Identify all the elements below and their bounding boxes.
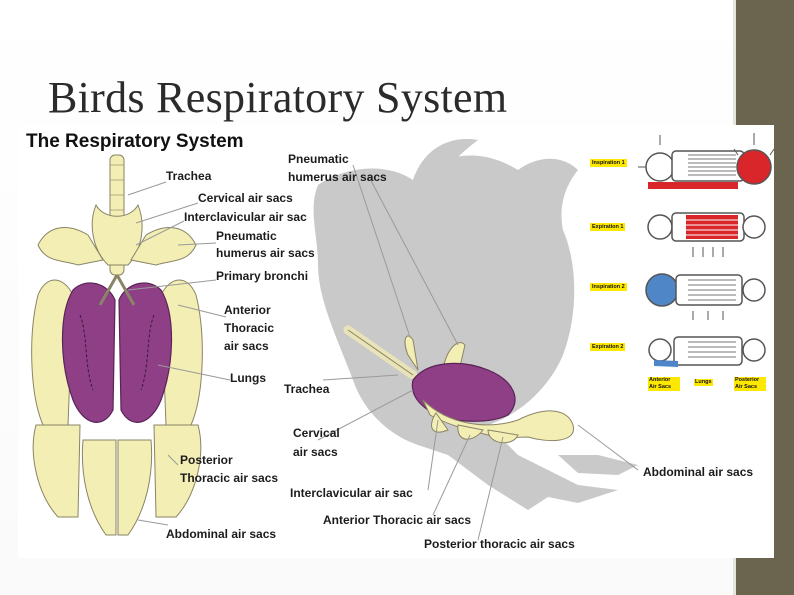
- label-anterior-left-3: air sacs: [224, 339, 269, 353]
- figure-title: The Respiratory System: [26, 131, 244, 152]
- respiratory-figure: The Respiratory System Trachea Cervical …: [18, 125, 774, 558]
- panel-label-anterior: Anterior Air Sacs: [648, 377, 680, 391]
- label-anterior-thoracic-right: Anterior Thoracic air sacs: [323, 513, 472, 527]
- label-abdominal-right: Abdominal air sacs: [643, 465, 754, 479]
- pointer-lines: [127, 164, 639, 541]
- label-trachea-right: Trachea: [284, 382, 330, 396]
- step-label-expiration-1: Expiration 1: [590, 223, 626, 231]
- label-posterior-left-2: Thoracic air sacs: [180, 471, 279, 485]
- label-primary-bronchi: Primary bronchi: [216, 269, 309, 283]
- label-trachea-left: Trachea: [166, 169, 212, 183]
- cycle-step-3: [645, 273, 766, 320]
- slide-title: Birds Respiratory System: [48, 73, 508, 122]
- step-label-expiration-2: Expiration 2: [590, 343, 626, 351]
- cycle-step-2: [647, 212, 766, 257]
- label-anterior-left-2: Thoracic: [224, 321, 275, 335]
- cycle-step-4: [648, 336, 766, 367]
- label-posterior-left-1: Posterior: [180, 453, 233, 467]
- label-cervical-right-1: Cervical: [293, 426, 340, 440]
- label-interclavicular-left: Interclavicular air sac: [184, 210, 307, 224]
- label-lungs: Lungs: [230, 371, 266, 385]
- label-pneumatic-right-2: humerus air sacs: [288, 170, 387, 184]
- label-abdominal-left: Abdominal air sacs: [166, 527, 277, 541]
- step-label-inspiration-1: Inspiration 1: [590, 159, 627, 167]
- label-pneumatic-left-1: Pneumatic: [216, 229, 277, 243]
- label-pneumatic-right-1: Pneumatic: [288, 152, 349, 166]
- panel-label-lungs: Lungs: [694, 379, 713, 386]
- panel-label-posterior: Posterior Air Sacs: [734, 377, 766, 391]
- label-pneumatic-left-2: humerus air sacs: [216, 246, 315, 260]
- lateral-view: [343, 325, 574, 444]
- breathing-cycle-panel: Inspiration 1 Expiration 1 Inspiration 2…: [588, 125, 774, 395]
- step-label-inspiration-2: Inspiration 2: [590, 283, 627, 291]
- bird-silhouette: [313, 139, 638, 510]
- label-cervical-left: Cervical air sacs: [198, 191, 293, 205]
- label-anterior-left-1: Anterior: [224, 303, 271, 317]
- ventral-view: [31, 154, 203, 536]
- label-posterior-thoracic-right: Posterior thoracic air sacs: [424, 537, 575, 551]
- cycle-step-1: [645, 149, 772, 189]
- label-cervical-right-2: air sacs: [293, 445, 338, 459]
- cycle-diagram: [588, 125, 774, 395]
- label-interclavicular-right: Interclavicular air sac: [290, 486, 413, 500]
